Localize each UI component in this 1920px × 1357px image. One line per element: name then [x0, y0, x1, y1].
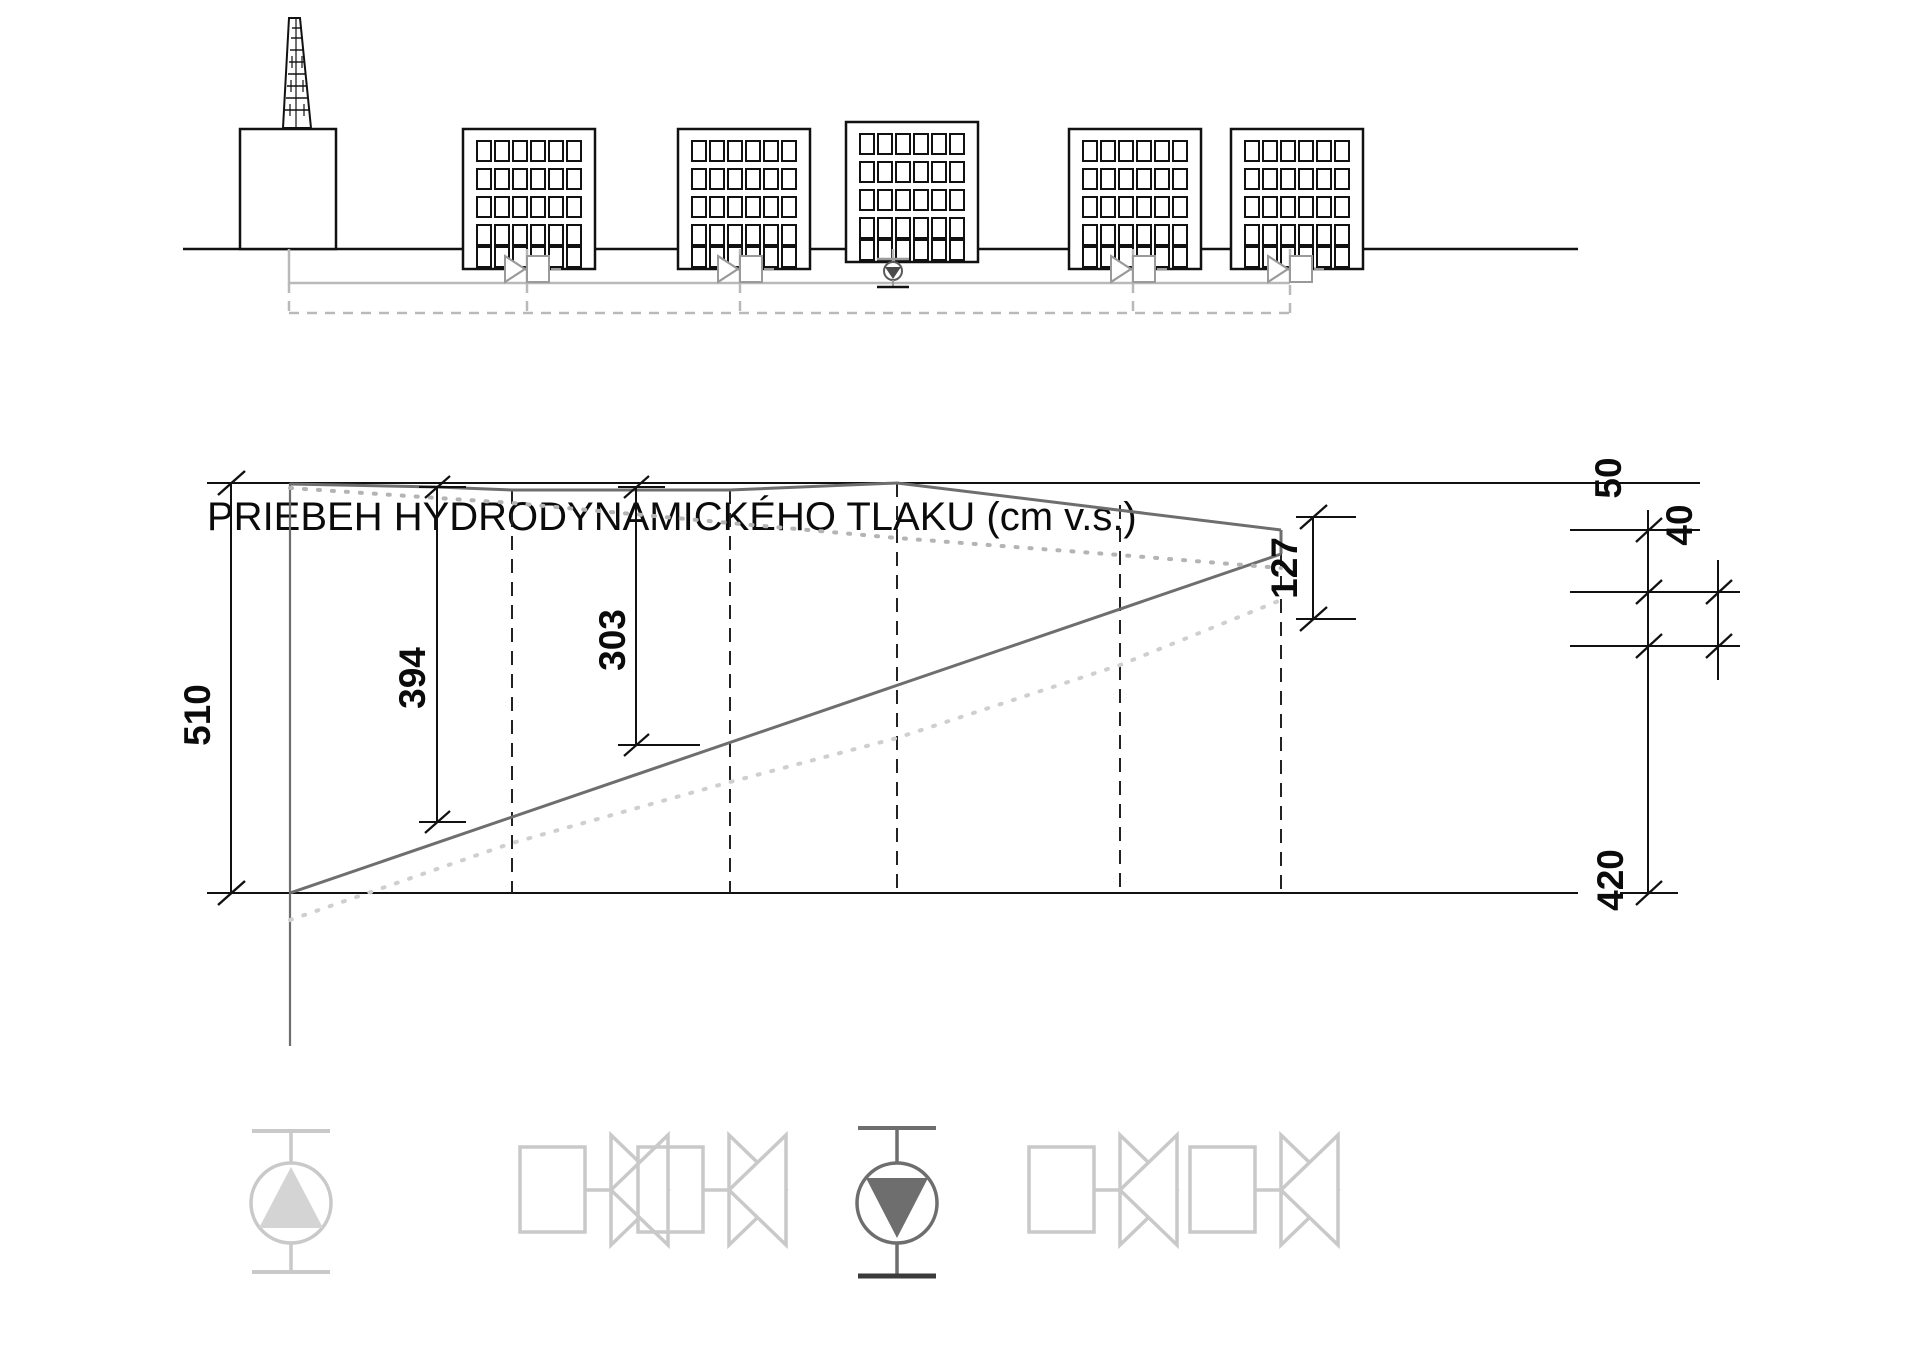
symbol-row [249, 1126, 1341, 1279]
dimension-label-303: 303 [592, 609, 633, 671]
building-1 [463, 129, 595, 269]
page-title: PRIEBEH HYDRODYNAMICKÉHO TLAKU (cm v.s.) [207, 494, 1137, 539]
return-dotted-line [288, 598, 1283, 922]
dimension-label-510: 510 [177, 684, 218, 746]
site-elevation-schematic [183, 17, 1578, 315]
dimension-label-394: 394 [392, 647, 433, 709]
chimney-stack [281, 17, 313, 129]
dimension-offsets-right: 50 40 [1281, 457, 1740, 680]
return-head-line [289, 552, 1282, 895]
valve-symbol-1 [518, 1130, 671, 1250]
pressure-diagram: 510 394 303 [177, 457, 1740, 1046]
dimension-127: 127 [1264, 504, 1356, 632]
network-pump [877, 257, 909, 289]
building-3 [846, 122, 978, 262]
building-4 [1069, 129, 1201, 269]
dimension-510: 510 [177, 470, 262, 906]
boiler-house [238, 17, 338, 251]
supply-dotted-line [288, 486, 1283, 570]
booster-pump-symbol [855, 1126, 939, 1279]
building-5 [1231, 129, 1363, 269]
valve-symbol-2 [636, 1130, 789, 1250]
node-verticals [288, 483, 1282, 1046]
dimension-label-40: 40 [1659, 504, 1700, 545]
valve-symbol-3 [1027, 1130, 1180, 1250]
dimension-394: 394 [392, 475, 466, 834]
source-pump-symbol [249, 1129, 333, 1274]
building-2 [678, 129, 810, 269]
valve-symbol-4 [1188, 1130, 1341, 1250]
dimension-label-50: 50 [1588, 457, 1629, 498]
dimension-label-127: 127 [1264, 537, 1305, 599]
dimension-303: 303 [592, 475, 700, 757]
dimension-label-420: 420 [1590, 849, 1631, 911]
dimension-420: 420 [1590, 554, 1678, 911]
